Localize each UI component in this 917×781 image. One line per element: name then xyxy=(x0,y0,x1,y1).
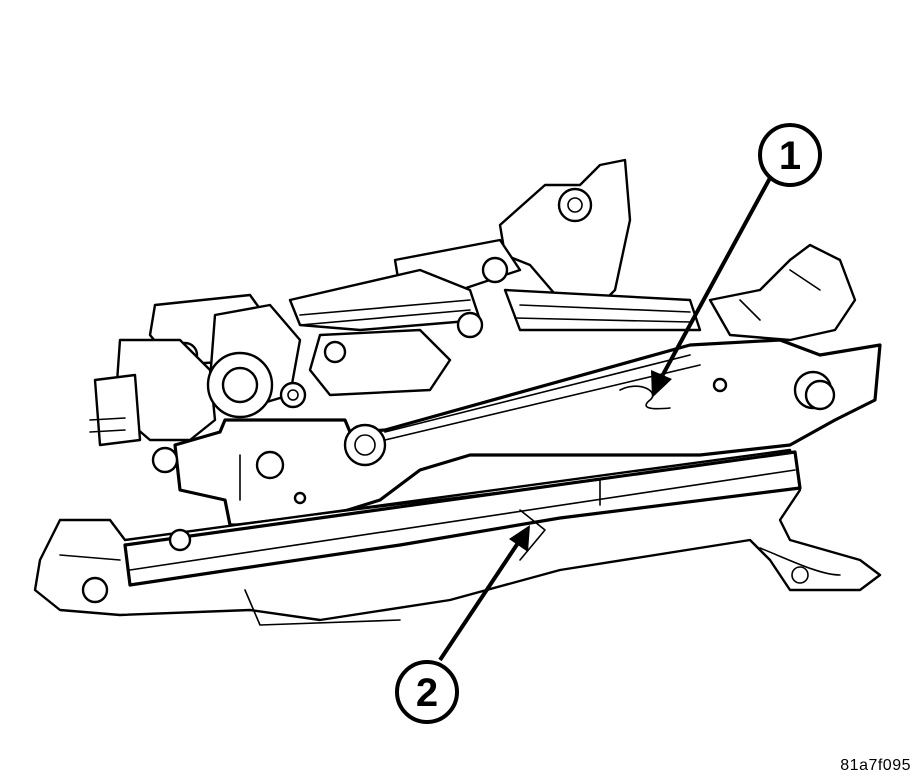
figure-code: 81a7f095 xyxy=(840,757,911,774)
leader-lines xyxy=(438,177,772,662)
callout-1: 1 xyxy=(758,123,822,187)
upper-mechanism xyxy=(89,158,857,447)
callout-2-label: 2 xyxy=(416,671,438,715)
lower-track xyxy=(33,448,882,626)
callout-1-label: 1 xyxy=(779,134,801,178)
callout-2: 2 xyxy=(395,660,459,724)
